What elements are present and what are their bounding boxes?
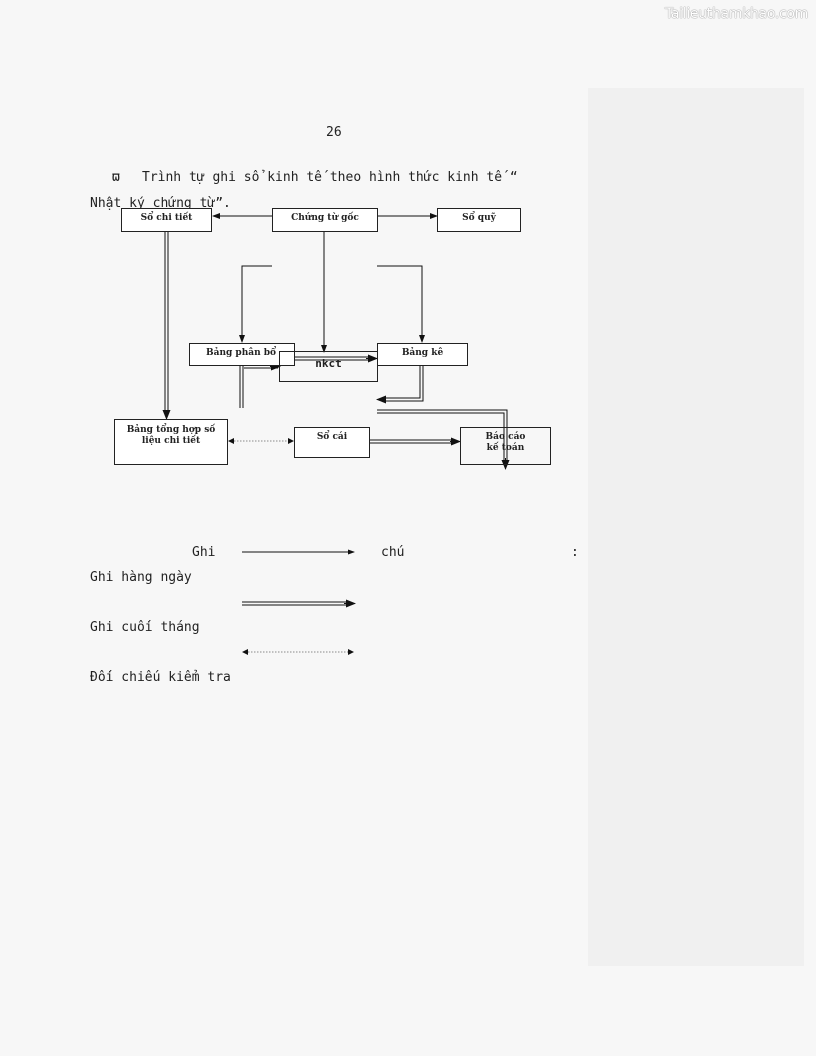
- chung-tu-goc-label: Chứng từ gốc: [291, 213, 359, 223]
- box-bang-phan-bo: Bảng phân bổ: [189, 343, 295, 366]
- box-chung-tu-goc: Chứng từ gốc: [272, 208, 378, 232]
- box-so-chi-tiet: Sổ chi tiết: [121, 208, 212, 232]
- section-heading: ϖ Trình tự ghi sổ kinh tế theo hình thức …: [90, 165, 580, 217]
- bao-cao-line-2: kế toán: [486, 443, 525, 453]
- so-cai-label: Sổ cái: [316, 432, 348, 442]
- bang-tong-hop-line-1: Bảng tổng hợp số: [126, 425, 216, 435]
- heading-line-1: Trình tự ghi sổ kinh tế theo hình thức k…: [142, 170, 518, 185]
- box-nkct: nkct: [279, 351, 378, 382]
- legend-daily: Ghi hàng ngày: [90, 570, 192, 585]
- bao-cao-line-1: Báo cáo: [485, 432, 526, 442]
- legend-colon: :: [571, 545, 579, 560]
- box-bao-cao: Báo cáo kế toán: [460, 427, 551, 465]
- legend-ghi: Ghi: [192, 545, 216, 560]
- so-quy-label: Sổ quỹ: [462, 213, 496, 223]
- legend-month-end: Ghi cuối tháng: [90, 620, 200, 635]
- bullet-icon: ϖ: [112, 170, 120, 185]
- bang-phan-bo-label: Bảng phân bổ: [206, 348, 277, 358]
- page-number: 26: [326, 125, 342, 140]
- nkct-label: nkct: [315, 357, 342, 370]
- heading-line-2: Nhật ký chứng từ”.: [90, 196, 231, 211]
- box-so-quy: Sổ quỹ: [437, 208, 521, 232]
- box-bang-ke: Bảng kê: [377, 343, 468, 366]
- bang-ke-label: Bảng kê: [401, 348, 444, 358]
- bang-tong-hop-line-2: liệu chi tiết: [141, 436, 201, 446]
- watermark: Tailieuthamkhao.com: [664, 6, 808, 22]
- legend-chu: chú: [381, 545, 405, 560]
- box-bang-tong-hop: Bảng tổng hợp số liệu chi tiết: [114, 419, 228, 465]
- so-chi-tiet-label: Sổ chi tiết: [140, 213, 193, 223]
- side-panel: [588, 88, 804, 966]
- legend-reconcile: Đối chiếu kiểm tra: [90, 670, 231, 685]
- box-so-cai: Sổ cái: [294, 427, 370, 458]
